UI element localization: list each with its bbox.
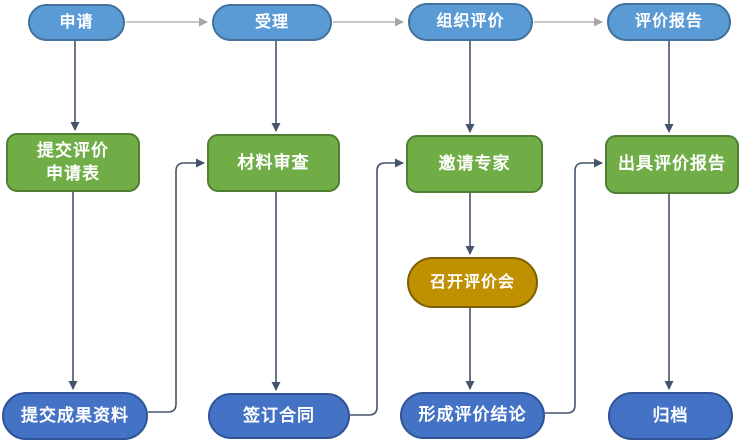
connector-conclusion-issuereport <box>545 158 603 414</box>
node-accept: 受理 <box>212 4 332 41</box>
node-apply: 申请 <box>28 4 125 41</box>
node-submit-achievement-materials: 提交成果资料 <box>2 392 148 440</box>
node-evaluation-report: 评价报告 <box>607 3 731 41</box>
node-form-evaluation-conclusion: 形成评价结论 <box>400 392 545 439</box>
node-sign-contract: 签订合同 <box>208 393 350 439</box>
node-issue-evaluation-report: 出具评价报告 <box>605 135 739 194</box>
node-hold-evaluation-meeting: 召开评价会 <box>407 257 538 308</box>
node-submit-application-form: 提交评价 申请表 <box>6 133 140 192</box>
node-organize-evaluation: 组织评价 <box>408 3 533 41</box>
node-archive: 归档 <box>608 392 733 440</box>
connector-materials-materialreview <box>148 158 205 413</box>
node-material-review: 材料审查 <box>207 134 340 192</box>
connector-contract-inviteexperts <box>350 158 404 416</box>
node-invite-experts: 邀请专家 <box>406 135 543 193</box>
